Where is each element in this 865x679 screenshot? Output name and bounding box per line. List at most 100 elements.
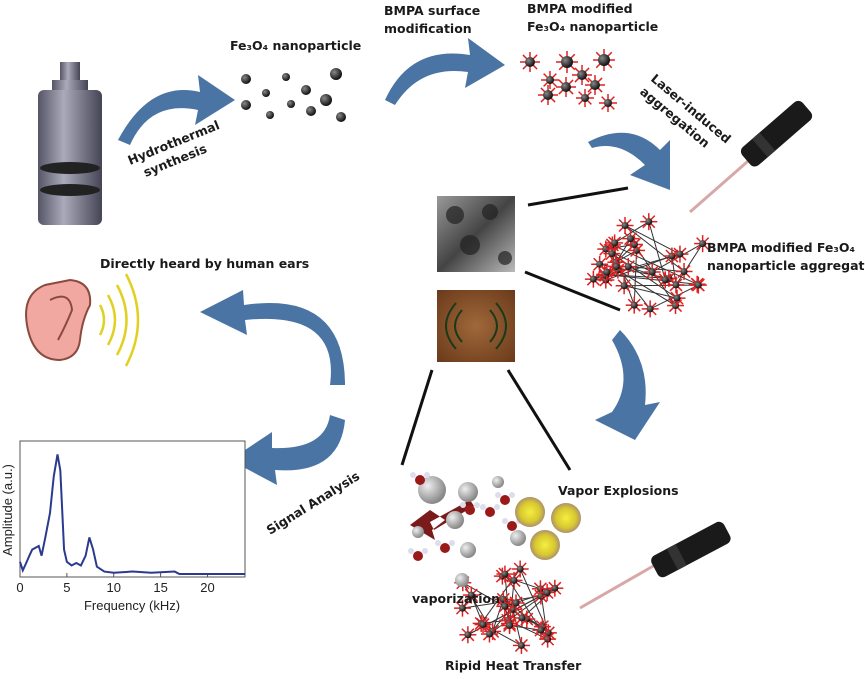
modified-particle xyxy=(668,289,686,307)
x-tick-label: 10 xyxy=(107,580,121,595)
modified-particle xyxy=(507,594,525,612)
gray-sphere xyxy=(492,476,504,488)
modified-particle xyxy=(585,75,605,95)
spectrum-line xyxy=(19,454,245,575)
laser-pointer-icon xyxy=(689,100,813,214)
modified-particle xyxy=(496,565,514,583)
modified-particle xyxy=(501,616,519,634)
vaporization-molecules xyxy=(408,472,526,587)
modified-particle xyxy=(606,234,624,252)
gray-sphere xyxy=(458,482,478,502)
modified-particle xyxy=(599,94,617,112)
modified-particle xyxy=(643,263,661,281)
arrow-to-vapor xyxy=(595,330,660,440)
gray-sphere xyxy=(446,511,464,529)
modified-particle xyxy=(675,262,693,280)
ear-icon xyxy=(25,278,92,362)
x-tick-label: 5 xyxy=(63,580,70,595)
arrow-laser-aggregation xyxy=(588,132,670,190)
modified-particle xyxy=(689,276,707,294)
sound-wave-overlay xyxy=(445,302,507,350)
modified-particle xyxy=(496,597,514,615)
modified-particle xyxy=(619,258,637,276)
label-heat: Ripid Heat Transfer xyxy=(445,658,582,673)
water-molecule xyxy=(408,548,428,561)
x-tick-label: 0 xyxy=(16,580,23,595)
modified-particle xyxy=(572,65,592,85)
label-aggregates-2: nanoparticle aggregates xyxy=(707,258,865,273)
label-modified-2: Fe₃O₄ nanoparticle xyxy=(527,19,658,34)
connector-lines xyxy=(400,186,629,471)
modified-particle xyxy=(640,213,658,231)
fe3o4-particles xyxy=(241,68,346,122)
modified-particle xyxy=(480,625,498,643)
modified-particle xyxy=(511,560,529,578)
modified-particle xyxy=(593,49,615,71)
tem-dark-spots xyxy=(446,204,512,265)
nanoparticle-aggregate xyxy=(584,213,712,318)
spectrum-chart: 0 5 10 15 20 Frequency (kHz) Amplitude (a.u.… xyxy=(0,440,246,613)
label-surface-mod-2: modification xyxy=(384,21,472,36)
y-axis-label: Amplitude (a.u.) xyxy=(0,464,15,556)
modified-particle xyxy=(556,51,578,73)
water-molecule xyxy=(435,540,455,553)
gray-sphere xyxy=(510,530,526,546)
modified-particle xyxy=(474,616,492,634)
modified-particle xyxy=(616,217,634,235)
modified-particle xyxy=(453,599,471,617)
chart-frame xyxy=(19,440,246,578)
label-vapor: Vapor Explosions xyxy=(558,483,679,498)
modified-particle xyxy=(541,71,559,89)
modified-particle xyxy=(603,245,621,263)
water-molecule xyxy=(410,472,430,485)
modified-particle xyxy=(520,52,540,72)
water-molecule xyxy=(495,492,515,505)
label-fe3o4: Fe₃O₄ nanoparticle xyxy=(230,38,361,53)
modified-particle xyxy=(694,235,712,253)
arrow-hydrothermal xyxy=(118,75,235,145)
photo-sound-image xyxy=(437,290,515,362)
gray-sphere xyxy=(455,573,469,587)
modified-particle xyxy=(671,245,689,263)
autoclave-icon xyxy=(38,62,102,225)
arrow-surface-mod xyxy=(385,38,505,105)
nanoparticle-aggregate-bottom xyxy=(453,560,564,654)
process-arrows xyxy=(118,38,670,485)
modified-particle xyxy=(656,271,674,289)
laser-pointer-icon-bottom xyxy=(579,521,731,610)
modified-particle xyxy=(598,263,616,281)
modified-particle xyxy=(641,300,659,318)
modified-particle xyxy=(584,270,602,288)
modified-particle xyxy=(532,621,550,639)
x-tick-label: 15 xyxy=(153,580,167,595)
arrow-vaporization xyxy=(410,500,474,540)
x-tick-label: 20 xyxy=(200,580,214,595)
vapor-explosion-bubbles xyxy=(515,497,581,560)
x-axis-label: Frequency (kHz) xyxy=(84,598,180,613)
arrow-signal-analysis xyxy=(230,415,345,485)
bmpa-modified-particles xyxy=(520,49,617,112)
modified-particle xyxy=(538,583,556,601)
gray-sphere xyxy=(460,542,476,558)
sound-waves-icon xyxy=(98,273,140,367)
label-vaporization: vaporization xyxy=(412,591,500,606)
arrow-heard xyxy=(200,290,345,385)
gray-sphere xyxy=(412,526,424,538)
modified-particle xyxy=(625,296,643,314)
water-molecule xyxy=(480,504,500,517)
modified-particle xyxy=(512,636,530,654)
label-modified-1: BMPA modified xyxy=(527,1,633,16)
label-surface-mod-1: BMPA surface xyxy=(384,3,480,18)
water-molecule xyxy=(460,502,480,515)
label-aggregates-1: BMPA modified Fe₃O₄ xyxy=(707,240,855,255)
gray-sphere xyxy=(418,476,446,504)
label-signal: Signal Analysis xyxy=(264,468,363,537)
modified-particle xyxy=(505,571,523,589)
modified-particle xyxy=(556,77,576,97)
modified-particle xyxy=(459,626,477,644)
modified-particle xyxy=(576,89,594,107)
modified-particle xyxy=(615,277,633,295)
modified-particle xyxy=(462,586,480,604)
label-heard: Directly heard by human ears xyxy=(100,256,309,271)
